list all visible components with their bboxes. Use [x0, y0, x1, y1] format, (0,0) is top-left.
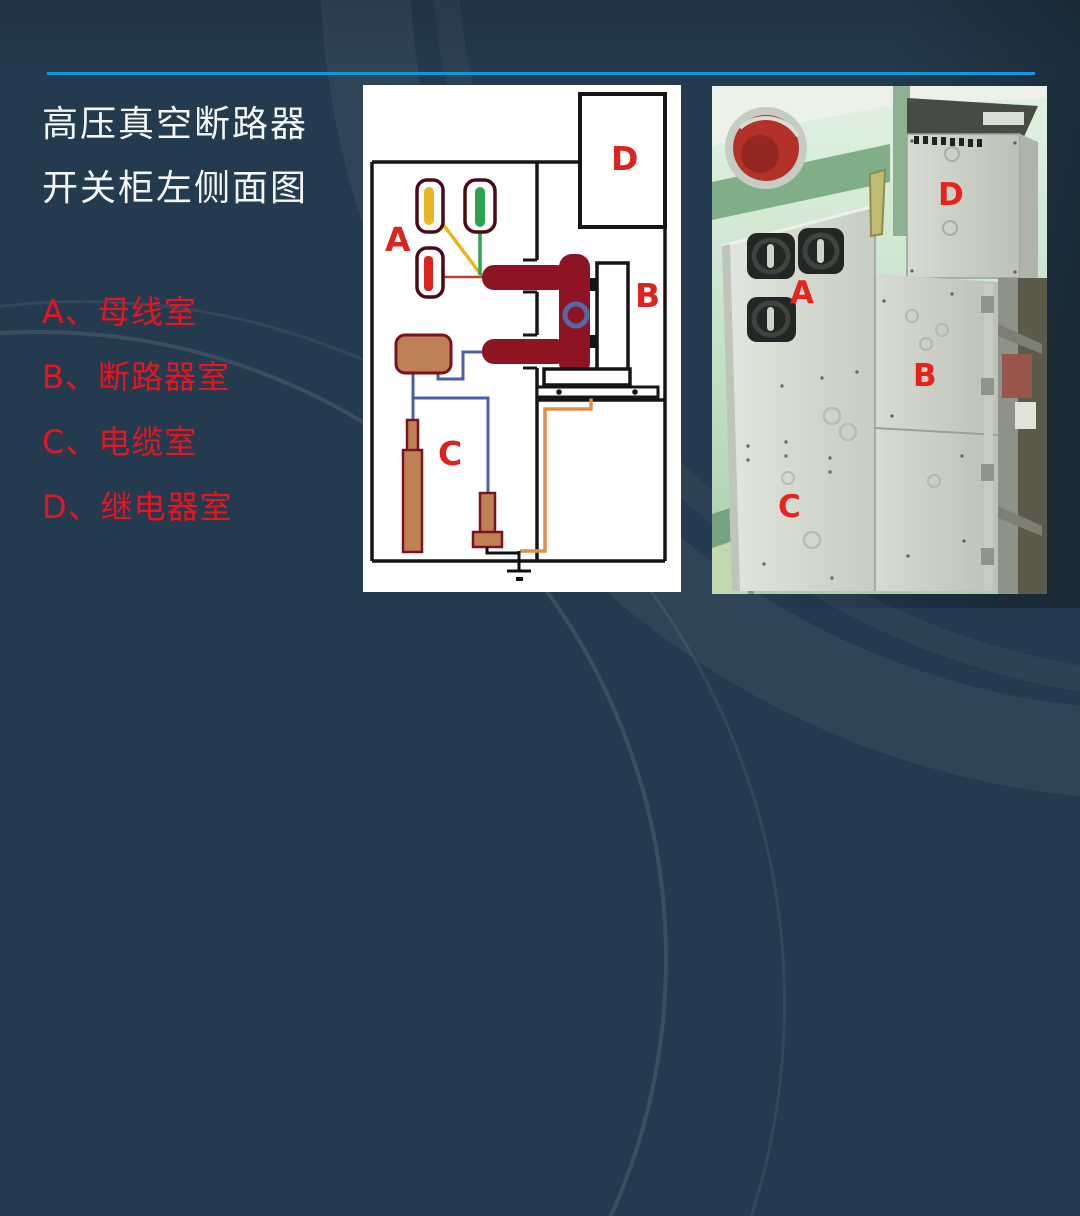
diagram-label-cable: C	[438, 434, 462, 473]
cable-terminal	[471, 491, 504, 549]
title-line-1: 高压真空断路器	[42, 104, 309, 145]
legend-item-breaker-room: B、断路器室	[42, 358, 230, 396]
wall-shadow-band	[712, 144, 890, 220]
photo-label-relay: D	[938, 177, 964, 213]
photo-svg: A B C D	[712, 86, 1047, 594]
slide-title: 高压真空断路器 开关柜左侧面图	[42, 93, 308, 221]
legend-item-cable-room: C、电缆室	[42, 423, 198, 461]
relay-compartment-box	[578, 92, 667, 229]
schematic-svg: A B C D	[370, 92, 667, 581]
ground-symbol	[485, 547, 531, 581]
busbar-green	[475, 187, 485, 227]
busbar-insulators	[415, 178, 497, 299]
cable-rod	[401, 418, 424, 554]
blue-wires	[411, 350, 490, 494]
current-transformer	[394, 333, 453, 375]
accent-divider-line	[47, 72, 1035, 75]
photo-label-busbar: A	[790, 275, 814, 311]
legend-item-relay-room: D、继电器室	[42, 488, 233, 526]
diagram-label-relay: D	[611, 139, 638, 178]
adjacent-cabinet-strip	[998, 278, 1047, 594]
busbar-red	[424, 256, 433, 291]
bushing	[747, 233, 795, 279]
photo-label-cable: C	[778, 489, 801, 525]
breaker-trolley	[535, 367, 660, 399]
photo-label-breaker: B	[913, 358, 937, 394]
breaker-frame	[586, 261, 630, 372]
diagram-label-busbar: A	[385, 220, 411, 259]
circuit-breaker	[482, 254, 590, 376]
switchgear-photo: A B C D	[712, 86, 1047, 594]
bushing	[747, 297, 796, 342]
orange-wire	[520, 396, 593, 553]
legend-item-busbar-room: A、母线室	[42, 293, 197, 331]
mounting-bracket	[868, 168, 887, 238]
wall-vent	[725, 107, 807, 189]
diagram-label-breaker: B	[635, 276, 660, 315]
breaker-port	[562, 301, 590, 329]
photo-ceiling	[712, 86, 1047, 146]
compartment-legend: A、母线室 B、断路器室 C、电缆室 D、继电器室	[42, 280, 233, 540]
cabinet-rear-doors	[874, 274, 999, 591]
schematic-diagram-panel: A B C D	[363, 85, 681, 592]
busbar-yellow	[424, 187, 434, 225]
bushing	[798, 228, 844, 274]
busbar-bushings	[747, 228, 844, 342]
relay-box	[906, 98, 1038, 279]
title-line-2: 开关柜左侧面图	[42, 168, 309, 209]
wall-corner-shadow	[893, 86, 910, 236]
